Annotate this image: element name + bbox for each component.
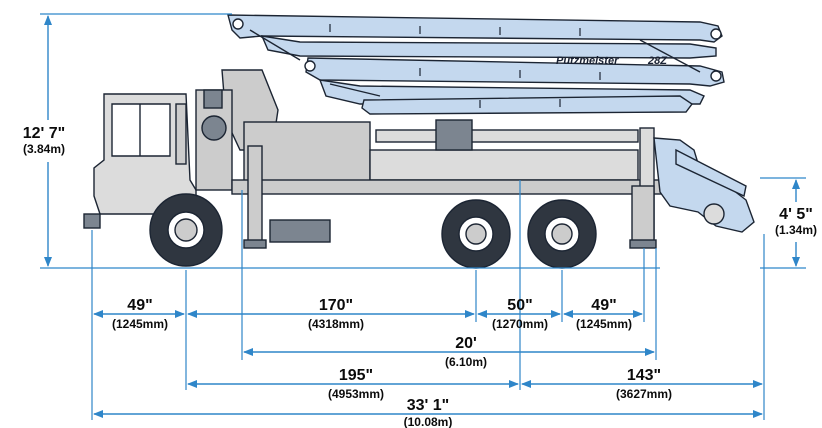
outrigger-height-label: 4' 5" (779, 206, 813, 223)
wheelbase-metric: (4318mm) (308, 317, 364, 331)
wheelbase-label: 170" (319, 297, 353, 314)
height-label: 12' 7" (23, 125, 66, 142)
brand-model: 28Z (647, 55, 668, 67)
overall-length-metric: (10.08m) (404, 415, 453, 428)
outrigger-span-metric: (6.10m) (445, 355, 487, 369)
tandem-to-rear-metric: (3627mm) (616, 387, 672, 401)
rear-wheel-2 (527, 199, 597, 269)
dimension-lines (40, 13, 806, 420)
truck-cab (83, 93, 197, 229)
front-bumper (83, 213, 101, 229)
front-overhang-metric: (1245mm) (112, 317, 168, 331)
brand-name: Putzmeister (556, 55, 619, 67)
height-metric: (3.84m) (23, 142, 65, 156)
front-overhang-label: 49" (127, 297, 152, 314)
concrete-pump-truck: Putzmeister 28Z (83, 14, 755, 269)
front-to-tandem-label: 195" (339, 367, 373, 384)
outrigger-span-label: 20' (455, 335, 477, 352)
rear-overhang-label: 49" (591, 297, 616, 314)
outriggers (243, 145, 657, 249)
placement-hose (653, 137, 755, 233)
overall-length-label: 33' 1" (407, 397, 450, 414)
front-wheel (149, 193, 223, 267)
boom-assembly: Putzmeister 28Z (227, 14, 725, 115)
rear-overhang-metric: (1245mm) (576, 317, 632, 331)
front-to-tandem-metric: (4953mm) (328, 387, 384, 401)
tandem-to-rear-label: 143" (627, 367, 661, 384)
tandem-spacing-label: 50" (507, 297, 532, 314)
dimension-labels: 12' 7" (3.84m) 4' 5" (1.34m) 49" (1245mm… (6, 120, 822, 428)
outrigger-height-metric: (1.34m) (775, 223, 817, 237)
cab-window (111, 103, 171, 157)
rear-wheel-1 (441, 199, 511, 269)
tandem-spacing-metric: (1270mm) (492, 317, 548, 331)
